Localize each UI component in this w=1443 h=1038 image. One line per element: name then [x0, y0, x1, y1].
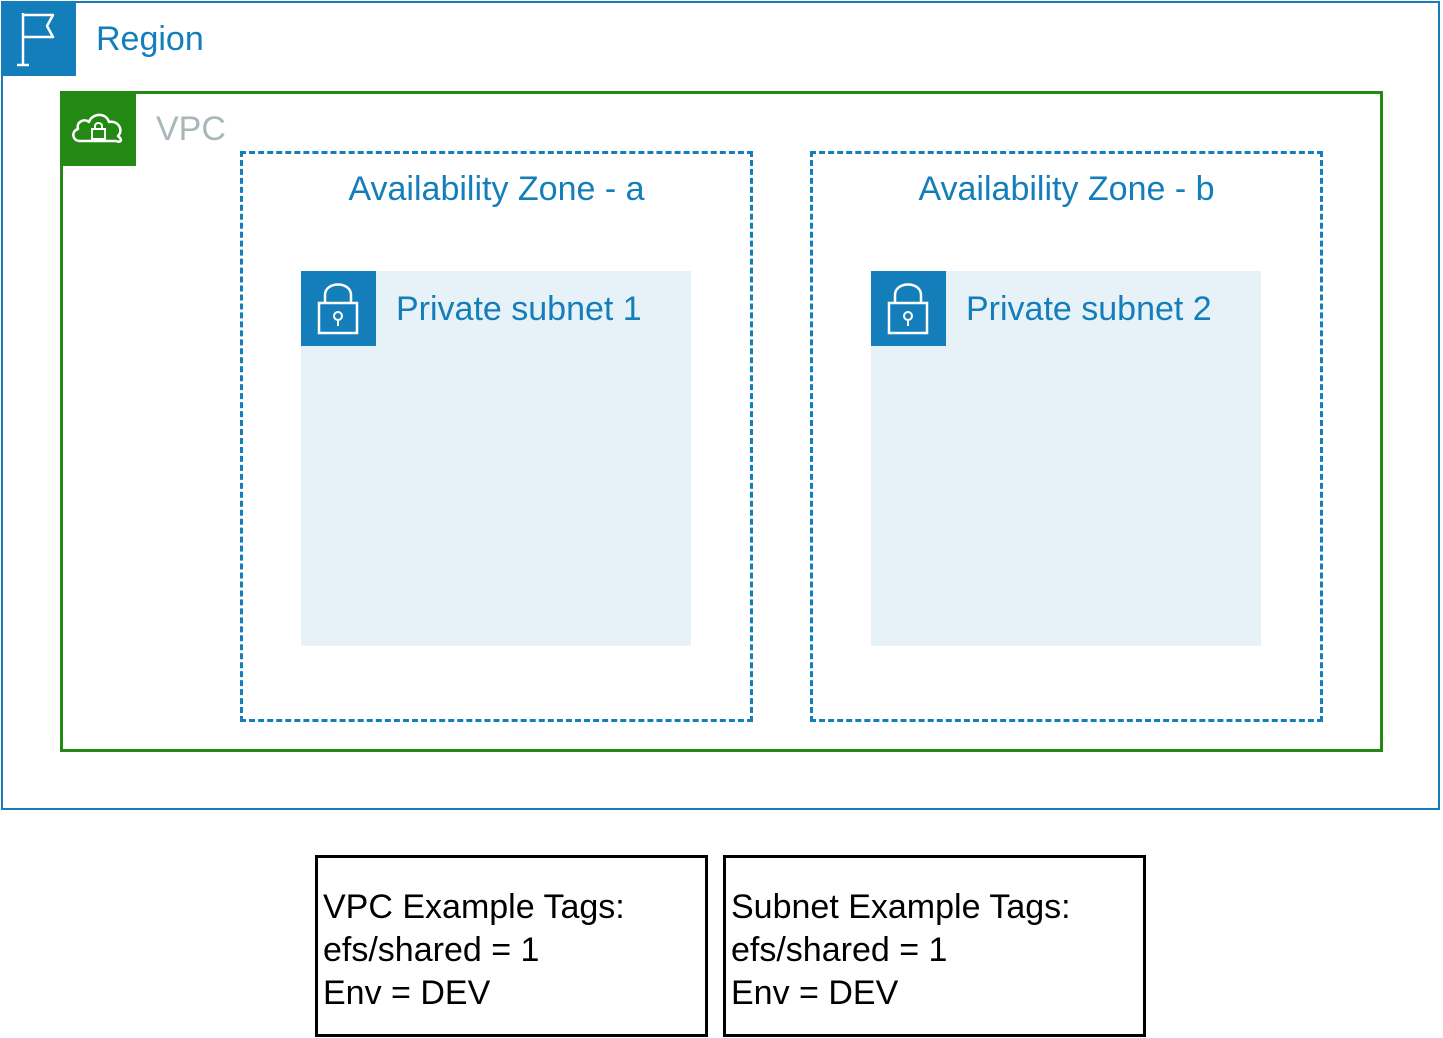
padlock-icon — [871, 271, 946, 346]
padlock-icon — [301, 271, 376, 346]
private-subnet-1-label: Private subnet 1 — [396, 290, 642, 328]
flag-icon — [1, 1, 76, 76]
vpc-tags-title: VPC Example Tags: — [323, 888, 625, 926]
availability-zone-a-label: Availability Zone - a — [348, 170, 645, 208]
vpc-label: VPC — [156, 110, 226, 148]
availability-zone-a — [240, 151, 753, 722]
subnet-tag-env: Env = DEV — [731, 974, 899, 1012]
subnet-tags-box: Subnet Example Tags: efs/shared = 1 Env … — [723, 855, 1146, 1037]
subnet-tag-efs-shared: efs/shared = 1 — [731, 931, 948, 969]
vpc-tag-efs-shared: efs/shared = 1 — [323, 931, 540, 969]
region-group — [1, 1, 1440, 810]
vpc-tag-env: Env = DEV — [323, 974, 491, 1012]
private-subnet-2-label: Private subnet 2 — [966, 290, 1212, 328]
availability-zone-b-label: Availability Zone - b — [918, 170, 1215, 208]
availability-zone-b — [810, 151, 1323, 722]
vpc-group — [60, 91, 1383, 752]
region-label: Region — [96, 20, 204, 58]
vpc-tags-box: VPC Example Tags: efs/shared = 1 Env = D… — [315, 855, 708, 1037]
cloud-lock-icon — [61, 92, 136, 166]
subnet-tags-title: Subnet Example Tags: — [731, 888, 1071, 926]
